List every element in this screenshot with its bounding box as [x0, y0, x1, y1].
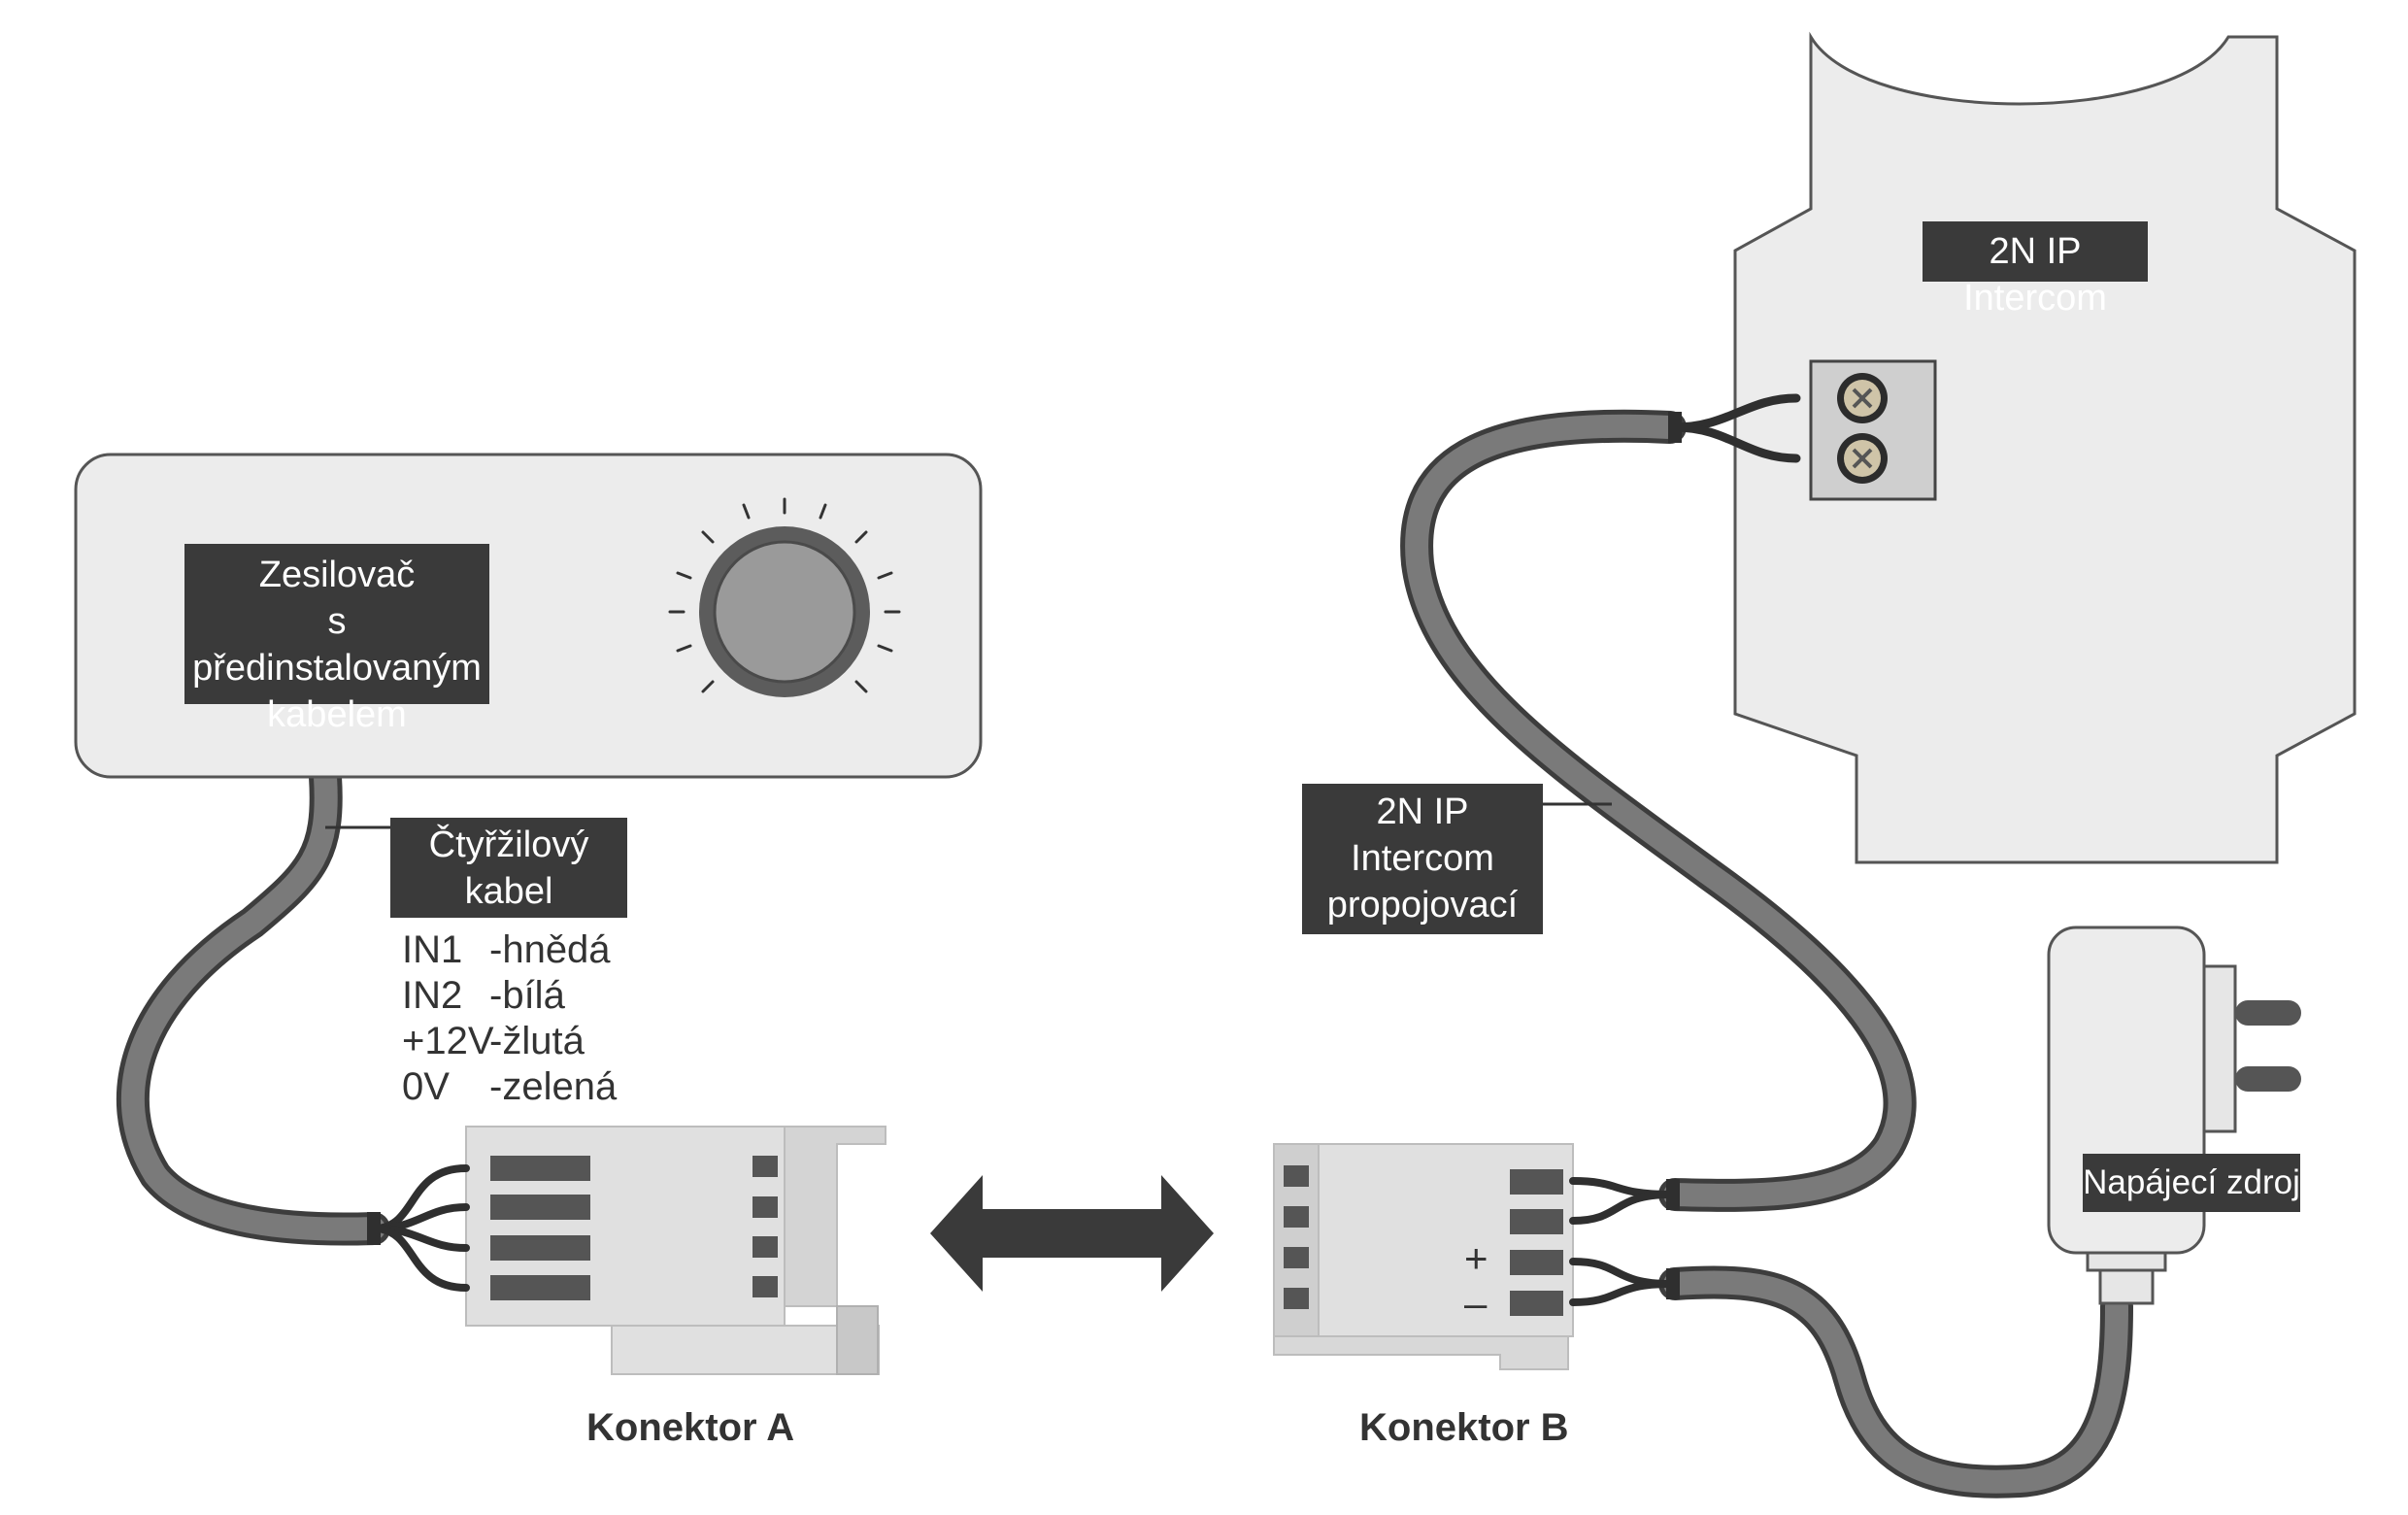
volume-scale-ticks [668, 497, 901, 693]
connector-b[interactable] [1273, 1143, 1680, 1370]
wire-pin-label: IN2 [402, 974, 463, 1017]
connect-arrow-icon [930, 1175, 1214, 1292]
intercom-device [1668, 31, 2357, 864]
wire-color-label: -žlutá [489, 1020, 585, 1062]
connector-b-plus-sign: + [1464, 1235, 1488, 1281]
cord-strain-relief [2086, 1251, 2167, 1272]
screw-terminal-icon[interactable] [1837, 433, 1888, 484]
wire-pin-label: 0V [402, 1065, 450, 1108]
cord-strain-relief [2098, 1268, 2155, 1305]
power-supply-device [2047, 926, 2301, 1305]
plug-pin [2235, 1066, 2301, 1092]
terminal-wires [1670, 393, 1801, 463]
power-cable [1658, 1265, 2133, 1498]
wire-pin-label: +12V [402, 1020, 494, 1062]
amplifier-label: Zesilovač s předinstalovaným kabelem [184, 544, 489, 735]
wire-pin-label: IN1 [402, 928, 463, 971]
cable-sleeve [1666, 1268, 1680, 1299]
intercom-cable [1400, 409, 1917, 1212]
power-supply-label: Napájecí zdroj [2083, 1154, 2300, 1212]
wire-color-label: -hnědá [489, 928, 611, 971]
four-wire-cable-label: Čtyřžilový kabel [390, 818, 627, 918]
plug-pin [2235, 1000, 2301, 1026]
wire-color-label: -zelená [489, 1065, 618, 1108]
connector-b-contacts [1284, 1165, 1563, 1316]
connector-b-minus-sign: – [1464, 1280, 1488, 1326]
connector-a-contacts [490, 1156, 778, 1300]
four-wire-cable [116, 760, 390, 1246]
cables [116, 409, 2133, 1498]
cable-sleeve [1666, 1179, 1680, 1210]
connector-b-wires [1569, 1177, 1674, 1306]
screw-terminal-icon[interactable] [1837, 373, 1888, 423]
wire-color-label: -bílá [489, 974, 565, 1017]
connector-a-caption: Konektor A [586, 1406, 795, 1449]
cable-sleeve [1668, 412, 1682, 443]
connector-b-caption: Konektor B [1359, 1406, 1569, 1449]
volume-knob[interactable] [699, 526, 870, 697]
terminal-block [1809, 359, 1937, 501]
cable-sleeve [367, 1212, 381, 1245]
intercom-label: 2N IP Intercom [1923, 221, 2148, 319]
connector-a-wires [373, 1164, 470, 1292]
intercom-cable-label: 2N IP Intercom propojovací kabel [1302, 784, 1543, 972]
connector-a[interactable] [367, 1126, 886, 1375]
